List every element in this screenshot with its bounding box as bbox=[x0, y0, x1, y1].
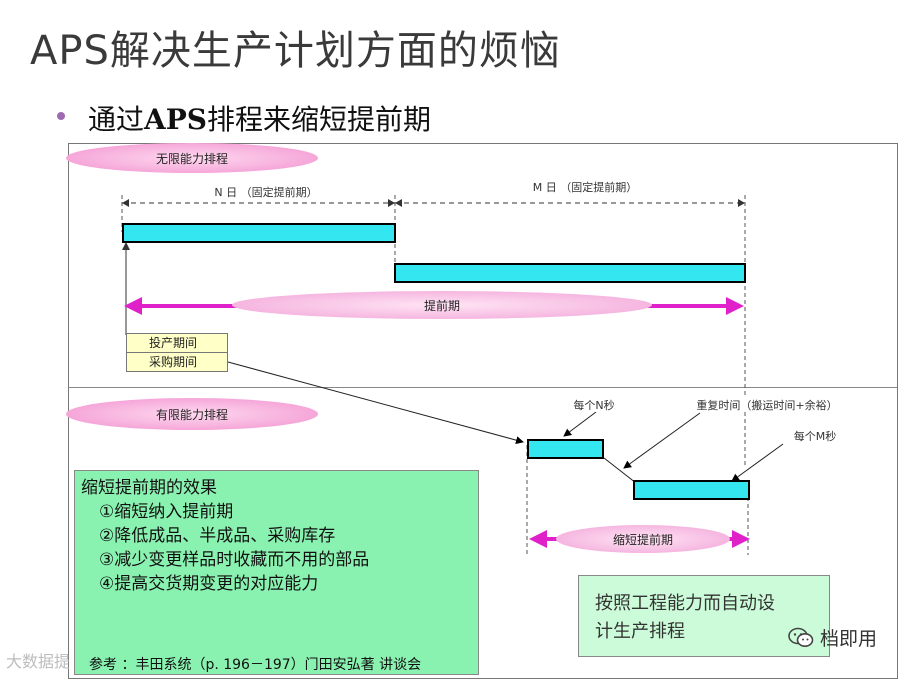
finite-m-bar bbox=[633, 480, 750, 500]
bar-connector bbox=[603, 457, 637, 484]
effect-item: ①缩短纳入提前期 bbox=[99, 502, 234, 522]
per-n-arrow bbox=[563, 411, 597, 437]
shortened-lead-label: 缩短提前期 bbox=[556, 525, 730, 553]
repeat-time-label: 重复时间（搬运时间+余裕） bbox=[672, 397, 862, 412]
lead-arrow-right bbox=[726, 297, 744, 315]
per-m-arrow bbox=[731, 443, 784, 482]
lead-arrow-left bbox=[124, 297, 142, 315]
per-m-seconds-label: 每个M秒 bbox=[757, 428, 873, 443]
bullet-dot bbox=[57, 112, 65, 120]
input-period-note: 投产期间 bbox=[126, 333, 228, 353]
auto-schedule-line2: 计生产排程 bbox=[595, 621, 685, 642]
section-divider bbox=[68, 387, 897, 388]
short-lead-arrow-left bbox=[529, 530, 547, 548]
wechat-icon bbox=[788, 627, 814, 649]
watermark: 大数据提 bbox=[6, 652, 71, 671]
subtitle-prefix: 通过 bbox=[88, 103, 145, 136]
lead-time-label: 提前期 bbox=[232, 291, 652, 319]
effect-item: ③减少变更样品时收藏而不用的部品 bbox=[99, 550, 370, 570]
short-lead-arrow-right bbox=[732, 530, 750, 548]
up-arrow-head bbox=[122, 242, 130, 250]
finite-n-bar bbox=[527, 439, 604, 459]
subtitle: 通过APS排程来缩短提前期 bbox=[88, 98, 431, 138]
m-span-arrow-left bbox=[395, 199, 402, 207]
auto-schedule-box: 按照工程能力而自动设 计生产排程 bbox=[578, 575, 830, 657]
purchase-period-note: 采购期间 bbox=[126, 352, 228, 372]
m-span-arrow-right bbox=[738, 199, 745, 207]
effects-box: 缩短提前期的效果 ①缩短纳入提前期 ②降低成品、半成品、采购库存 ③减少变更样品… bbox=[74, 470, 479, 675]
brand-text: 档即用 bbox=[820, 628, 878, 650]
repeat-time-arrow bbox=[623, 412, 701, 469]
n-span-arrow-right bbox=[388, 199, 395, 207]
purchase-link-arrow bbox=[227, 361, 524, 445]
finite-scheduling-label: 有限能力排程 bbox=[66, 398, 318, 430]
n-day-bar bbox=[122, 223, 396, 243]
subtitle-bold: APS bbox=[144, 103, 208, 136]
n-span-arrow-left bbox=[122, 199, 129, 207]
per-n-seconds-label: 每个N秒 bbox=[539, 397, 649, 412]
page-title: APS解决生产计划方面的烦恼 bbox=[30, 28, 561, 74]
brand: 档即用 bbox=[788, 624, 877, 651]
m-day-bar bbox=[394, 263, 746, 283]
subtitle-suffix: 排程来缩短提前期 bbox=[207, 103, 432, 136]
auto-schedule-line1: 按照工程能力而自动设 bbox=[595, 593, 775, 614]
infinite-scheduling-label: 无限能力排程 bbox=[66, 143, 318, 173]
n-day-label: N 日 （固定提前期） bbox=[178, 184, 354, 200]
effects-heading: 缩短提前期的效果 bbox=[81, 478, 217, 498]
effect-item: ④提高交货期变更的对应能力 bbox=[99, 574, 319, 594]
m-day-label: M 日 （固定提前期） bbox=[471, 179, 699, 195]
effect-item: ②降低成品、半成品、采购库存 bbox=[99, 526, 336, 546]
reference-note: 参考 ：丰田系统（p. 196－197）门田安弘著 讲谈会 bbox=[89, 657, 422, 673]
